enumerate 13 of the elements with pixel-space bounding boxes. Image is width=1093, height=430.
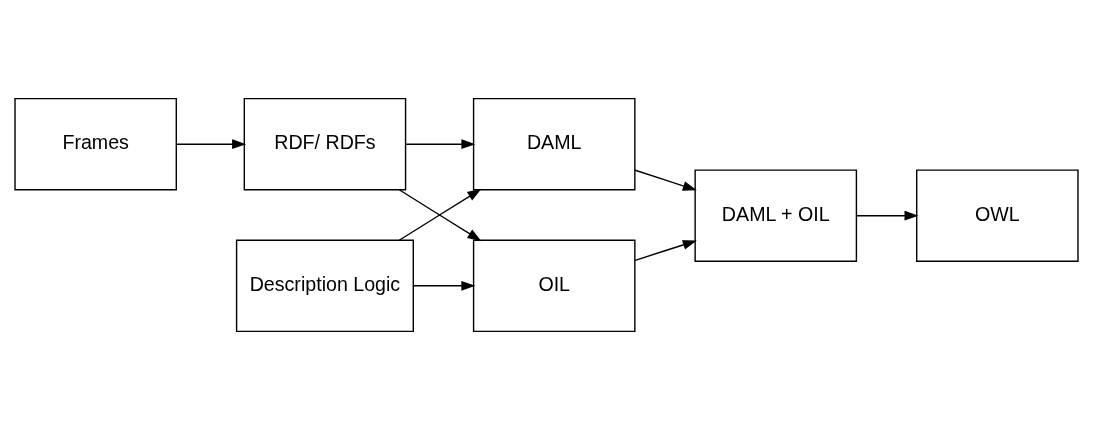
- node-box: OIL: [472, 239, 636, 333]
- node-box: DAML + OIL: [694, 169, 858, 262]
- node-box: DAML: [472, 97, 636, 191]
- arrow: [405, 139, 476, 150]
- arrow: [413, 280, 476, 291]
- node-box: OWL: [916, 169, 1079, 262]
- node-box: RDF/ RDFs: [243, 97, 407, 191]
- arrow: [634, 169, 697, 191]
- arrow: [856, 210, 919, 221]
- node-box: Frames: [14, 97, 177, 191]
- arrow: [634, 240, 697, 261]
- node-box: Description Logic: [235, 239, 414, 333]
- arrow: [176, 139, 247, 150]
